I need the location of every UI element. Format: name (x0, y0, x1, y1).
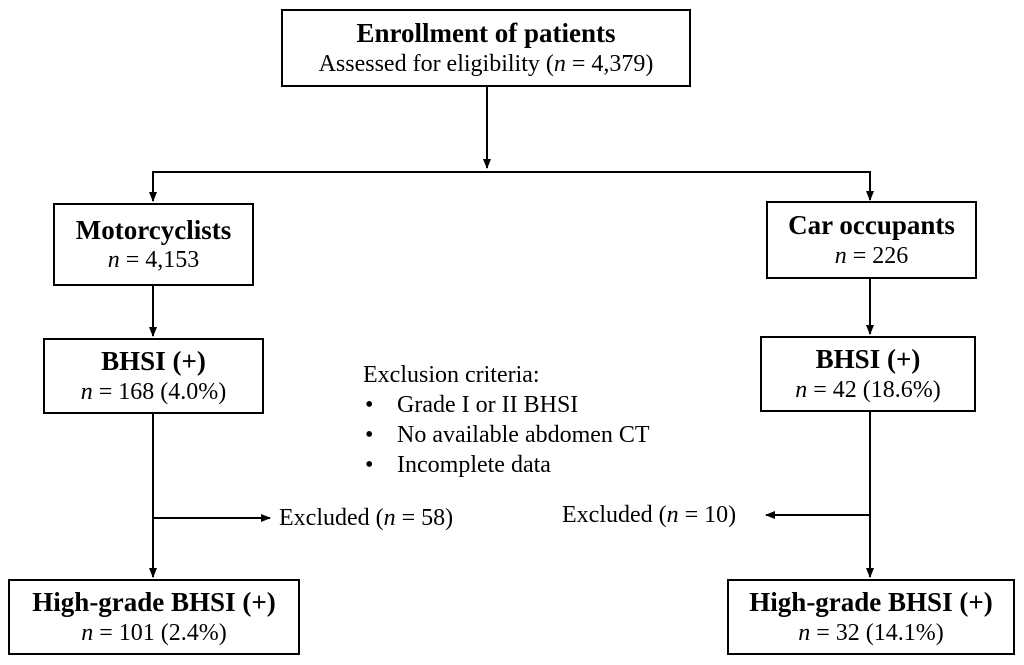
exclusion-criteria-item: • No available abdomen CT (363, 420, 650, 450)
bhsi-car-occupants-n-symbol: n (795, 376, 808, 403)
enrollment-title: Enrollment of patients (356, 18, 616, 49)
high-grade-car-occupants-title: High-grade BHSI (+) (749, 587, 993, 618)
car-occupants-count: n = 226 (835, 242, 909, 271)
high-grade-car-occupants-count: n = 32 (14.1%) (798, 619, 944, 648)
bullet-icon: • (365, 452, 374, 478)
exclusion-criteria-item: • Grade I or II BHSI (363, 390, 650, 420)
enrollment-count: Assessed for eligibility (n = 4,379) (319, 50, 654, 79)
exclusion-criteria-list: • Grade I or II BHSI • No available abdome… (363, 390, 650, 480)
motorcyclists-n-symbol: n (107, 247, 120, 274)
excluded-car-occupants-label: Excluded (n = 10) (562, 501, 736, 530)
bhsi-motorcyclists-box: BHSI (+) n = 168 (4.0%) (43, 338, 264, 414)
excluded-car-occupants-prefix: Excluded ( (562, 502, 667, 528)
car-occupants-value: = 226 (846, 242, 909, 269)
bhsi-motorcyclists-title: BHSI (+) (101, 346, 206, 377)
high-grade-motorcyclists-n-symbol: n (81, 619, 94, 646)
exclusion-criteria-item-text: Incomplete data (397, 452, 551, 478)
bullet-icon: • (365, 392, 374, 418)
excluded-motorcyclists-prefix: Excluded ( (279, 505, 384, 531)
enrollment-value: = 4,379) (565, 50, 654, 77)
high-grade-car-occupants-n-symbol: n (798, 619, 811, 646)
high-grade-car-occupants-value: = 32 (14.1%) (810, 619, 944, 646)
bhsi-car-occupants-value: = 42 (18.6%) (807, 376, 941, 403)
bhsi-car-occupants-title: BHSI (+) (815, 344, 921, 375)
high-grade-motorcyclists-title: High-grade BHSI (+) (32, 587, 276, 618)
high-grade-motorcyclists-box: High-grade BHSI (+) n = 101 (2.4%) (8, 579, 300, 655)
excluded-car-occupants-n-symbol: n (666, 502, 679, 528)
enrollment-n-symbol: n (553, 50, 566, 77)
enrollment-prefix: Assessed for eligibility ( (318, 50, 554, 77)
motorcyclists-box: Motorcyclists n = 4,153 (53, 203, 254, 286)
bhsi-motorcyclists-count: n = 168 (4.0%) (81, 378, 227, 407)
high-grade-car-occupants-box: High-grade BHSI (+) n = 32 (14.1%) (727, 579, 1015, 655)
bullet-icon: • (365, 422, 374, 448)
exclusion-criteria-heading: Exclusion criteria: (363, 362, 540, 388)
exclusion-criteria-item-text: Grade I or II BHSI (397, 392, 579, 418)
high-grade-motorcyclists-value: = 101 (2.4%) (93, 619, 227, 646)
high-grade-motorcyclists-count: n = 101 (2.4%) (81, 619, 227, 648)
excluded-motorcyclists-label: Excluded (n = 58) (279, 504, 453, 533)
excluded-motorcyclists-value: = 58) (395, 505, 454, 531)
motorcyclists-count: n = 4,153 (108, 246, 200, 275)
excluded-motorcyclists-n-symbol: n (383, 505, 396, 531)
car-occupants-n-symbol: n (834, 242, 847, 269)
bhsi-motorcyclists-value: = 168 (4.0%) (92, 378, 227, 405)
exclusion-criteria: Exclusion criteria: • Grade I or II BHSI … (363, 360, 650, 480)
car-occupants-title: Car occupants (788, 210, 955, 241)
bhsi-car-occupants-box: BHSI (+) n = 42 (18.6%) (760, 336, 976, 412)
bhsi-motorcyclists-n-symbol: n (80, 378, 93, 405)
bhsi-car-occupants-count: n = 42 (18.6%) (795, 376, 941, 405)
car-occupants-box: Car occupants n = 226 (766, 201, 977, 279)
exclusion-criteria-item: • Incomplete data (363, 450, 650, 480)
excluded-car-occupants-value: = 10) (678, 502, 737, 528)
exclusion-criteria-item-text: No available abdomen CT (397, 422, 650, 448)
motorcyclists-value: = 4,153 (119, 247, 200, 274)
enrollment-box: Enrollment of patients Assessed for elig… (281, 9, 691, 87)
motorcyclists-title: Motorcyclists (75, 214, 232, 245)
